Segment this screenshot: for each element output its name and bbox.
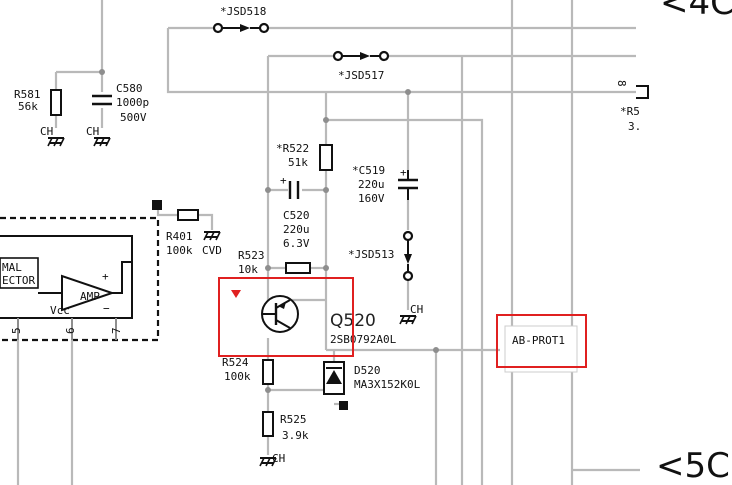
r581-value: 56k	[18, 100, 38, 113]
pin-7: 7	[110, 327, 123, 334]
c519-value: 220u	[358, 178, 385, 191]
test-point	[152, 200, 162, 210]
r525-value: 3.9k	[282, 429, 309, 442]
ab-prot1-connector[interactable]: AB-PROT1	[504, 325, 578, 373]
highlights	[218, 277, 587, 368]
ground-jsd513: CH	[399, 303, 423, 325]
highlight-ab-prot1	[496, 314, 587, 368]
jsd517-label: *JSD517	[338, 69, 384, 82]
highlight-marker-icon	[231, 290, 241, 298]
pin-5: 5	[10, 327, 23, 334]
c519-polarity: +	[400, 166, 407, 179]
connector-label: AB-PROT1	[512, 334, 565, 347]
c580-voltage: 500V	[120, 111, 147, 124]
ground-r525: CH	[259, 452, 285, 467]
r524-resistor: R524 100k	[222, 356, 274, 385]
ground-r401: CVD	[202, 231, 222, 257]
ground-r581: CH	[40, 125, 65, 147]
r522-resistor: *R522 51k	[276, 142, 333, 171]
jsd513-jumper: *JSD513	[348, 230, 414, 282]
highlight-q520	[218, 277, 354, 357]
page-marker-bottom: <5C	[656, 446, 730, 485]
ground-label-ch-4: CH	[272, 452, 285, 465]
c520-polarity: +	[280, 174, 287, 187]
vcc-label: Vcc	[50, 304, 70, 317]
amp-triangle	[61, 274, 116, 312]
q520-part: 2SB0792A0L	[330, 333, 397, 346]
r5-partial: 8 *R5 3.	[615, 80, 649, 133]
r581-resistor: R581 56k	[14, 88, 62, 116]
jsd513-label: *JSD513	[348, 248, 394, 261]
jsd517-jumper: *JSD517	[332, 50, 390, 82]
pin-6: 6	[64, 327, 77, 334]
ground-label-ch-1: CH	[40, 125, 53, 138]
pin-marker: 8	[615, 80, 628, 87]
ic-text-line1: MAL	[2, 261, 22, 274]
r401-ref: R401	[166, 230, 193, 243]
ground-label-ch-3: CH	[410, 303, 423, 316]
r525-resistor: R525 3.9k	[262, 411, 309, 442]
r523-value: 10k	[238, 263, 258, 276]
amp-label: AMP	[80, 290, 100, 303]
jsd518-label: *JSD518	[220, 5, 266, 18]
c520-voltage: 6.3V	[283, 237, 310, 250]
c520-ref: C520	[283, 209, 310, 222]
c580-ref: C580	[116, 82, 143, 95]
d520-diode: D520 MA3X152K0L	[323, 361, 421, 410]
ic-text-line2: ECTOR	[2, 274, 35, 287]
c519-ref: *C519	[352, 164, 385, 177]
r522-value: 51k	[288, 156, 308, 169]
q520-transistor: Q520 2SB0792A0L	[261, 295, 397, 346]
amp-minus: −	[103, 302, 110, 315]
c580-capacitor: C580 1000p 500V	[92, 82, 149, 124]
r523-resistor: R523 10k	[238, 249, 311, 276]
wires	[54, 0, 640, 485]
d520-part: MA3X152K0L	[354, 378, 421, 391]
ic-block: MAL ECTOR AMP + − Vcc 5 6 7	[0, 200, 162, 485]
c519-voltage: 160V	[358, 192, 385, 205]
r5-value: 3.	[628, 120, 641, 133]
page-marker-top: <4C	[660, 0, 732, 23]
r524-ref: R524	[222, 356, 249, 369]
c519-capacitor: + *C519 220u 160V	[352, 164, 418, 205]
c520-capacitor: + C520 220u 6.3V	[280, 174, 310, 250]
jsd518-jumper: *JSD518	[212, 5, 270, 34]
r5-ref: *R5	[620, 105, 640, 118]
ground-label-cvd: CVD	[202, 244, 222, 257]
r525-ref: R525	[280, 413, 307, 426]
r581-ref: R581	[14, 88, 41, 101]
c520-value: 220u	[283, 223, 310, 236]
amp-plus: +	[102, 270, 109, 283]
r523-ref: R523	[238, 249, 265, 262]
r401-value: 100k	[166, 244, 193, 257]
d520-ref: D520	[354, 364, 381, 377]
r524-value: 100k	[224, 370, 251, 383]
r401-resistor: R401 100k	[166, 209, 199, 257]
c580-value: 1000p	[116, 96, 149, 109]
ground-label-ch-2: CH	[86, 125, 99, 138]
ground-c580: CH	[86, 125, 111, 147]
r522-ref: *R522	[276, 142, 309, 155]
junctions	[99, 69, 439, 393]
